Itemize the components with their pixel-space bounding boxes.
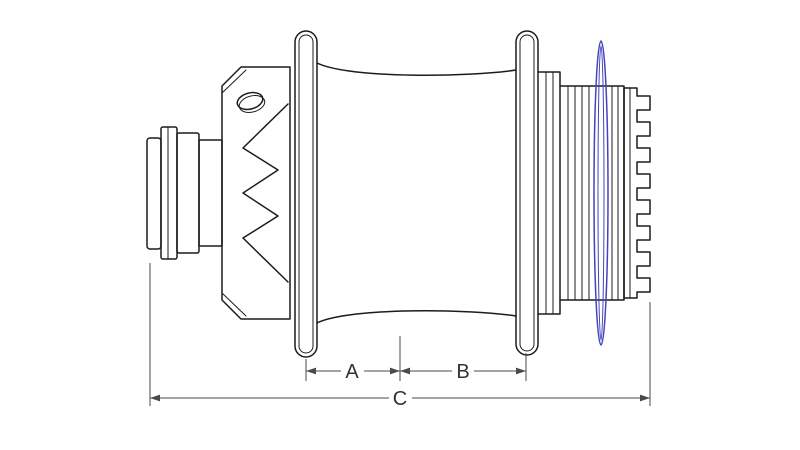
hub-shell-top xyxy=(316,62,517,76)
drive-ring-teeth xyxy=(623,87,651,299)
rotor-flange-chamfer-top xyxy=(221,69,247,94)
spoke-flange-right xyxy=(515,30,539,356)
axle-spacer-left xyxy=(176,132,200,254)
spoke-protector-disc-outer xyxy=(593,40,609,346)
dimension-c-arrow-right xyxy=(640,394,650,402)
dimension-b-arrow-left xyxy=(400,367,410,375)
rotor-spline-profile xyxy=(242,103,289,283)
dimension-c-label: C xyxy=(393,388,407,410)
dimension-c-arrow-left xyxy=(150,394,160,402)
rotor-flange-chamfer-bottom xyxy=(221,292,247,317)
spoke-flange-left xyxy=(294,30,318,358)
freehub-lockring-top xyxy=(537,71,561,87)
rotor-mount-flange xyxy=(221,66,291,320)
axle-endcap-left-outer xyxy=(146,137,162,250)
spoke-protector-disc-inner xyxy=(597,45,605,341)
dimension-a-label: A xyxy=(345,361,359,383)
hub-drawing xyxy=(146,30,651,358)
freehub-lockring-bottom xyxy=(537,299,561,315)
dimension-annotations xyxy=(149,263,651,406)
axle-endcap-left-ring xyxy=(160,126,178,260)
rotor-bolt-hole-depth xyxy=(238,95,266,113)
dimension-b-label: B xyxy=(456,361,469,383)
axle-step-left xyxy=(198,139,223,247)
spoke-flange-right-inner xyxy=(519,34,535,352)
hub-shell-bottom xyxy=(316,310,517,324)
dimension-a-arrow-right xyxy=(390,367,400,375)
dimension-b-arrow-right xyxy=(516,367,526,375)
freehub-body xyxy=(559,85,625,301)
dimension-a-arrow-left xyxy=(306,367,316,375)
spoke-flange-left-inner xyxy=(298,34,314,354)
